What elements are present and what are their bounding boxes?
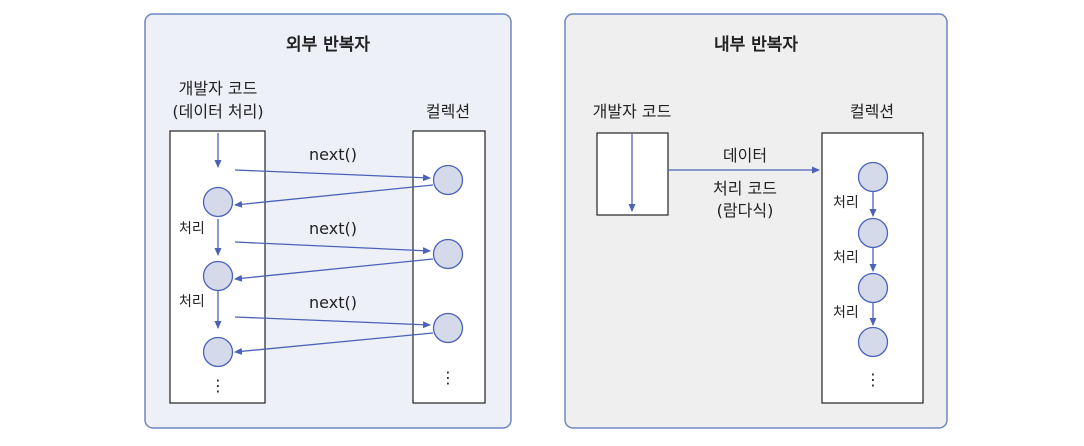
inner-collection-element	[857, 326, 889, 358]
outer-dev-code-sublabel: (데이터 처리)	[172, 102, 263, 121]
outer-collection-element	[432, 238, 464, 270]
outer-next-arrow-1	[234, 169, 431, 182]
inner-collection-label: 컬렉션	[850, 102, 894, 121]
outer-dev-code-label: 개발자 코드	[179, 79, 258, 98]
outer-next-arrow-3	[234, 316, 431, 329]
outer-collection-ellipsis: ⋮	[440, 368, 456, 387]
outer-collection-element	[432, 312, 464, 344]
inner-iterator-title: 내부 반복자	[714, 35, 798, 55]
inner-collection-element	[857, 217, 889, 249]
inner-arrow-label-line2: 처리 코드	[713, 179, 777, 198]
outer-dev-element	[202, 336, 234, 368]
outer-process-label-2: 처리	[179, 294, 205, 310]
outer-next-label-3: next()	[309, 293, 357, 312]
inner-process-label-2: 처리	[833, 250, 859, 266]
inner-process-label-3: 처리	[833, 305, 859, 321]
outer-next-label-2: next()	[309, 219, 357, 238]
outer-return-arrow-3	[234, 332, 434, 355]
outer-next-arrow-2	[234, 241, 431, 255]
outer-dev-element	[202, 186, 234, 218]
outer-iterator-title: 외부 반복자	[286, 35, 370, 55]
inner-arrow-label-line1: 데이터	[723, 146, 767, 165]
inner-collection-element	[857, 272, 889, 304]
outer-return-arrow-1	[234, 184, 434, 208]
outer-dev-ellipsis: ⋮	[210, 376, 226, 395]
outer-collection-label: 컬렉션	[426, 102, 470, 121]
outer-collection-element	[432, 164, 464, 196]
inner-dev-code-label: 개발자 코드	[593, 102, 672, 121]
outer-process-label-1: 처리	[179, 221, 205, 237]
outer-dev-element	[202, 260, 234, 292]
inner-collection-element	[857, 161, 889, 193]
outer-next-label-1: next()	[309, 145, 357, 164]
inner-arrow-label-line3: (람다식)	[717, 201, 774, 220]
inner-process-label-1: 처리	[833, 195, 859, 211]
outer-return-arrow-2	[234, 258, 434, 282]
inner-collection-ellipsis: ⋮	[865, 370, 881, 389]
